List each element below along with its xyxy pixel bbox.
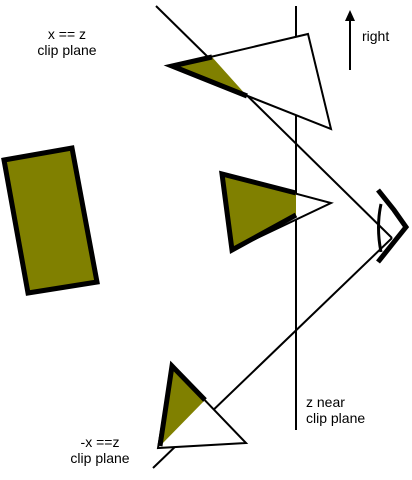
triangle-middle-visible-border — [219, 170, 298, 254]
triangle-top-outline — [168, 32, 333, 131]
x-eq-z-label-line2: clip plane — [37, 42, 97, 58]
z-near-label-line2: clip plane — [306, 410, 366, 426]
arrow-up-icon — [345, 10, 355, 70]
neg-x-eq-z-label-line2: clip plane — [70, 450, 130, 466]
neg-x-eq-z-clip-plane-label: -x ==z clip plane — [60, 434, 140, 466]
right-label-text: right — [362, 28, 390, 44]
triangle-middle — [219, 170, 334, 254]
x-eq-z-clip-plane-line — [155, 5, 393, 239]
triangle-middle-visible-region — [222, 174, 296, 250]
z-near-clip-plane-label: z near clip plane — [306, 394, 365, 426]
triangle-top-visible-border — [163, 54, 248, 99]
z-near-label-line1: z near — [306, 394, 345, 410]
triangle-top — [163, 32, 333, 131]
x-eq-z-label-line1: x == z — [47, 26, 87, 42]
rectangle-fully-visible — [1, 145, 100, 296]
triangle-bottom-visible-border — [157, 360, 207, 447]
neg-x-eq-z-label-line1: -x ==z — [80, 434, 120, 450]
right-direction-label: right — [362, 28, 389, 44]
triangle-bottom — [156, 360, 249, 450]
eye-icon — [376, 188, 410, 264]
x-eq-z-clip-plane-label: x == z clip plane — [27, 26, 107, 58]
